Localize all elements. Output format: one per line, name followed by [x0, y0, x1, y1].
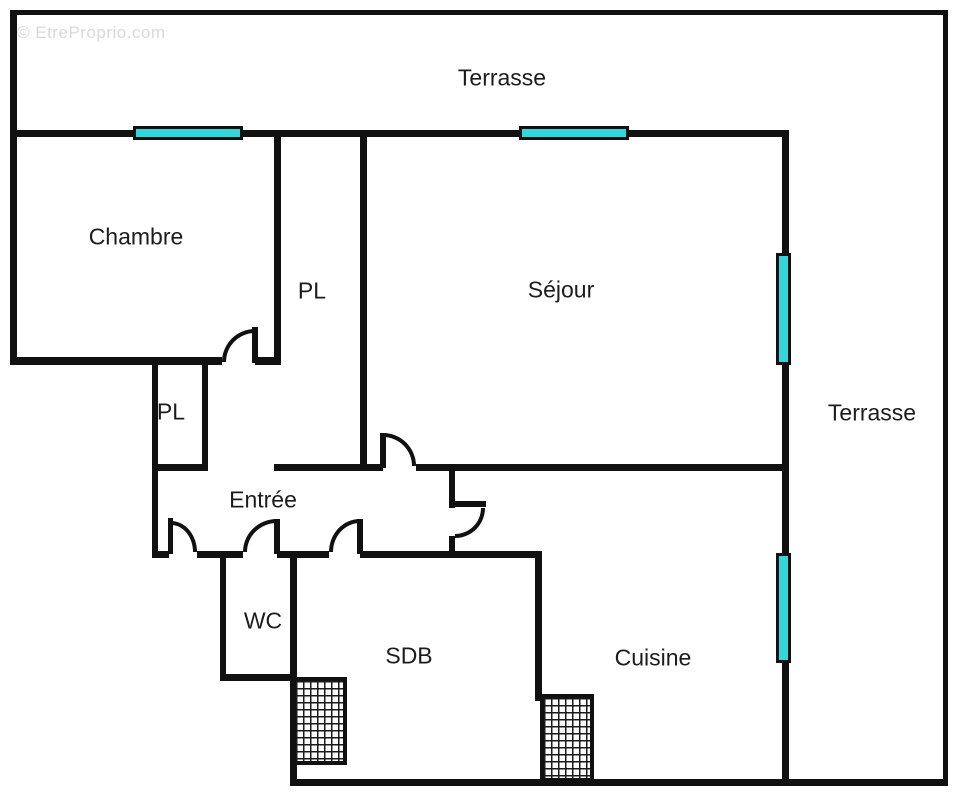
door-wc-leaf: [274, 519, 280, 554]
door-chambre-leaf: [252, 327, 258, 363]
terrace-railing-top: [10, 10, 948, 15]
duct-shaft-cuisine: [540, 694, 594, 782]
wall-wc-bottom: [220, 674, 296, 681]
window-sejour-top: [519, 126, 629, 140]
bottom-wall: [290, 779, 948, 786]
wall-sdb-right: [535, 551, 542, 701]
wall-left-jog: [152, 357, 158, 558]
window-cuisine-right: [776, 553, 791, 663]
door-entry-leaf: [168, 518, 173, 554]
label-sdb: SDB: [385, 642, 433, 669]
wall-sejour-bottom: [416, 464, 789, 471]
label-sejour: Séjour: [527, 276, 595, 303]
wall-wc-left: [220, 551, 226, 681]
label-pl-lower: PL: [156, 398, 186, 425]
wall-divider-pl-sejour: [360, 130, 367, 471]
window-sejour-right: [776, 253, 791, 365]
wall-entree-cuisine-lower: [449, 536, 455, 558]
label-wc: WC: [243, 607, 283, 634]
wall-chambre-door-stub: [255, 357, 281, 365]
wall-entree-cuisine-upper: [449, 464, 455, 508]
door-sejour-leaf: [380, 433, 386, 468]
door-sejour-arc: [383, 433, 416, 466]
label-cuisine: Cuisine: [614, 644, 692, 671]
wall-chambre-bottom: [10, 357, 222, 365]
wall-sdb-left: [290, 551, 297, 786]
wall-right: [782, 130, 789, 786]
door-entry-arc: [171, 521, 197, 552]
wall-top: [10, 130, 789, 137]
wall-entree-top: [274, 464, 383, 471]
label-terrasse-top: Terrasse: [457, 64, 547, 91]
wall-entree-bottom-a: [152, 551, 169, 558]
label-terrasse-right: Terrasse: [827, 399, 917, 426]
door-chambre-arc: [222, 329, 255, 362]
door-wc-arc: [243, 519, 277, 552]
wall-divider-chambre-pl: [274, 130, 281, 365]
label-pl-upper: PL: [297, 277, 327, 304]
wall-entree-bottom-c: [277, 551, 329, 558]
door-cuisine-leaf: [452, 501, 486, 507]
wall-left: [10, 10, 17, 365]
wall-pl-closet-right: [202, 360, 208, 471]
duct-shaft-sdb: [292, 677, 347, 765]
window-chambre: [133, 126, 243, 140]
label-chambre: Chambre: [88, 223, 184, 250]
wall-entree-bottom-d: [360, 551, 542, 558]
door-cuisine-arc: [455, 508, 485, 538]
door-sdb-leaf: [357, 519, 363, 554]
watermark: © EtreProprio.com: [17, 23, 166, 42]
terrace-railing-right: [943, 10, 948, 786]
wall-pl-closet-bottom: [152, 464, 208, 471]
label-entree: Entrée: [229, 486, 297, 513]
door-sdb-arc: [329, 519, 360, 552]
